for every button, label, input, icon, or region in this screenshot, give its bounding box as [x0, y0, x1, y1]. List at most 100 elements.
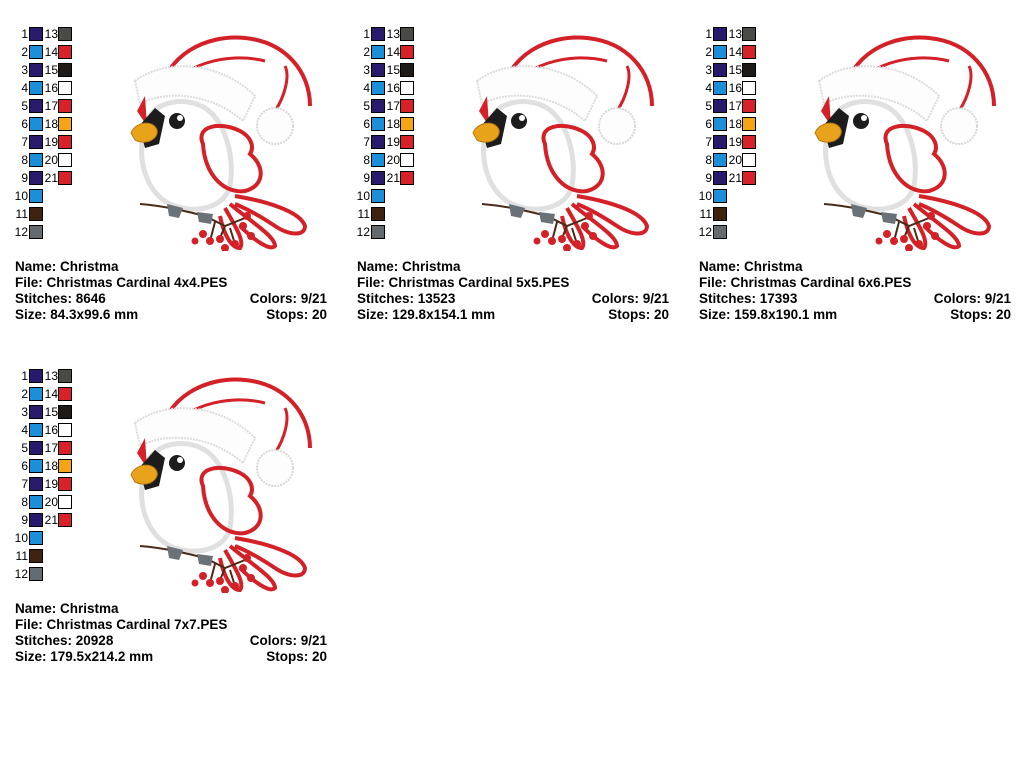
thread-color-swatch: [400, 63, 414, 77]
thread-color-swatch: [58, 27, 72, 41]
palette-row: 12: [10, 225, 80, 239]
thread-color-swatch: [742, 45, 756, 59]
thread-number: 21: [44, 513, 58, 527]
thread-color-swatch: [58, 405, 72, 419]
thread-number: 18: [44, 459, 58, 473]
thread-number: 18: [728, 117, 742, 131]
thread-number: 8: [363, 153, 370, 167]
design-stops: Stops: 20: [950, 307, 1011, 323]
thread-number: 9: [21, 171, 28, 185]
design-name: Christma: [744, 259, 803, 274]
thread-color-swatch: [371, 27, 385, 41]
design-stitches: 20928: [75, 633, 114, 648]
thread-number: 4: [21, 423, 28, 437]
thread-number: 17: [44, 441, 58, 455]
thread-color-swatch: [400, 27, 414, 41]
thread-number: 11: [15, 549, 28, 563]
colors-label: Colors:: [249, 633, 297, 648]
thread-number: 11: [699, 207, 712, 221]
thread-number: 13: [44, 27, 58, 41]
thread-color-swatch: [58, 495, 72, 509]
thread-color-swatch: [371, 225, 385, 239]
thread-number: 12: [698, 225, 712, 239]
thread-number: 3: [705, 63, 712, 77]
design-name: Christma: [402, 259, 461, 274]
stitches-label: Stitches:: [699, 291, 757, 306]
design-file: Christmas Cardinal 4x4.PES: [46, 275, 228, 290]
palette-row: 11: [352, 207, 422, 221]
thread-color-swatch: [29, 171, 43, 185]
thread-number: 21: [728, 171, 742, 185]
palette-row: 10: [10, 531, 80, 545]
design-file: Christmas Cardinal 6x6.PES: [730, 275, 912, 290]
thread-color-swatch: [58, 423, 72, 437]
thread-color-swatch: [29, 513, 43, 527]
thread-color-swatch: [742, 99, 756, 113]
design-colors: Colors: 9/21: [592, 291, 669, 307]
thread-color-swatch: [29, 549, 43, 563]
design-size-line: Size: 84.3x99.6 mm Stops: 20: [15, 307, 327, 323]
thread-number: 7: [705, 135, 712, 149]
design-file-line: File: Christmas Cardinal 7x7.PES: [15, 617, 327, 633]
thread-color-swatch: [371, 99, 385, 113]
cardinal-santa-hat-preview: [814, 35, 996, 251]
thread-color-swatch: [29, 225, 43, 239]
design-size: 159.8x190.1 mm: [734, 307, 838, 322]
design-stops: Stops: 20: [608, 307, 669, 323]
thread-color-swatch: [742, 81, 756, 95]
thread-color-swatch: [371, 135, 385, 149]
thread-color-swatch: [400, 81, 414, 95]
design-size-line: Size: 159.8x190.1 mm Stops: 20: [699, 307, 1011, 323]
palette-row: 12: [352, 225, 422, 239]
thread-color-swatch: [742, 171, 756, 185]
thread-number: 3: [21, 405, 28, 419]
thread-color-swatch: [58, 441, 72, 455]
size-label: Size:: [15, 307, 47, 322]
stops-label: Stops:: [608, 307, 651, 322]
thread-color-swatch: [29, 531, 43, 545]
design-info: Name: Christma File: Christmas Cardinal …: [15, 259, 327, 323]
file-label: File:: [357, 275, 385, 290]
file-label: File:: [15, 617, 43, 632]
thread-number: 18: [44, 117, 58, 131]
thread-number: 10: [14, 531, 28, 545]
thread-color-swatch: [29, 459, 43, 473]
thread-number: 6: [363, 117, 370, 131]
thread-number: 17: [728, 99, 742, 113]
thread-number: 4: [363, 81, 370, 95]
thread-number: 1: [21, 369, 28, 383]
thread-number: 3: [21, 63, 28, 77]
file-label: File:: [699, 275, 727, 290]
thread-color-swatch: [29, 495, 43, 509]
thread-color-swatch: [29, 405, 43, 419]
thread-color-swatch: [29, 441, 43, 455]
thread-number: 6: [21, 459, 28, 473]
thread-number: 16: [386, 81, 400, 95]
stops-value: 20: [311, 649, 327, 664]
thread-number: 19: [44, 135, 58, 149]
thread-number: 20: [728, 153, 742, 167]
thread-number: 5: [363, 99, 370, 113]
thread-number: 12: [14, 225, 28, 239]
thread-color-swatch: [29, 207, 43, 221]
stops-label: Stops:: [266, 307, 309, 322]
thread-color-swatch: [58, 513, 72, 527]
thread-number: 19: [386, 135, 400, 149]
palette-row: 11: [10, 549, 80, 563]
